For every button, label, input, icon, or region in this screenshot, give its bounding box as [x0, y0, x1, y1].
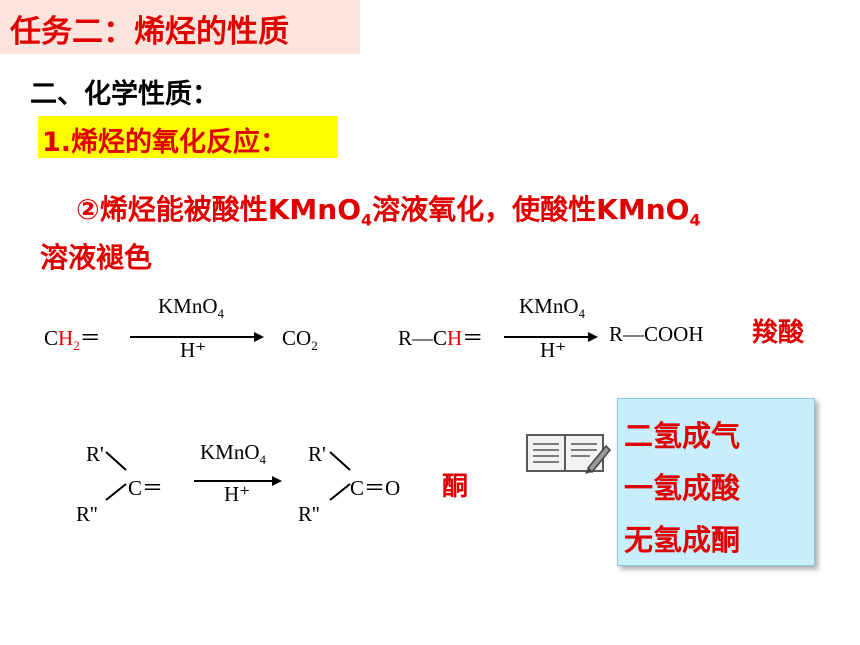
- reaction1-reagent: KMnO4: [158, 294, 225, 322]
- reaction2-condition: H⁺: [540, 338, 567, 362]
- reaction1-condition: H⁺: [180, 338, 207, 362]
- product-bond-upper: [329, 451, 351, 471]
- mnemonic-line-1: 二氢成气: [624, 419, 741, 453]
- title-highlight: [0, 0, 360, 54]
- reaction1-reactant: CH2＝: [44, 326, 101, 354]
- book-icon: [526, 434, 612, 474]
- mnemonic-line-3: 无氢成酮: [624, 523, 741, 557]
- product-bond-lower: [329, 483, 351, 501]
- reaction3-condition: H⁺: [224, 482, 251, 506]
- reaction1-arrow: [130, 332, 264, 342]
- mnemonic-box: 二氢成气 一氢成酸 无氢成酮: [617, 398, 815, 566]
- reaction3-product-r1: R': [308, 442, 326, 466]
- description-line-1: ②烯烃能被酸性KMnO4溶液氧化，使酸性KMnO4: [76, 193, 701, 230]
- reaction2-label: 羧酸: [752, 318, 805, 348]
- reaction3-center: C＝: [128, 476, 164, 500]
- reaction3-reagent: KMnO4: [200, 440, 267, 468]
- reaction2-arrow: [504, 332, 598, 342]
- section-heading: 二、化学性质：: [30, 79, 219, 110]
- mnemonic-line-2: 一氢成酸: [624, 471, 741, 505]
- reaction3-product-r2: R'': [298, 502, 320, 526]
- reaction3-arrow: [194, 476, 282, 486]
- reactant-bond-upper: [105, 451, 127, 471]
- reaction1-product: CO2: [282, 326, 318, 354]
- reaction2-reagent: KMnO4: [519, 294, 586, 322]
- page-title: 任务二：烯烃的性质: [10, 14, 289, 50]
- subsection-heading: 1.烯烃的氧化反应：: [42, 127, 288, 158]
- reaction3-r1: R': [86, 442, 104, 466]
- reaction3-product-center: C＝O: [350, 476, 401, 500]
- reaction2-product: R—COOH: [609, 322, 704, 346]
- reaction3-r2: R'': [76, 502, 98, 526]
- reactant-bond-lower: [105, 483, 127, 501]
- description-line-2: 溶液褪色: [40, 241, 153, 274]
- reaction2-reactant: R—CH＝: [398, 326, 484, 350]
- subsection-highlight: [38, 116, 338, 158]
- reaction3-label: 酮: [442, 472, 469, 502]
